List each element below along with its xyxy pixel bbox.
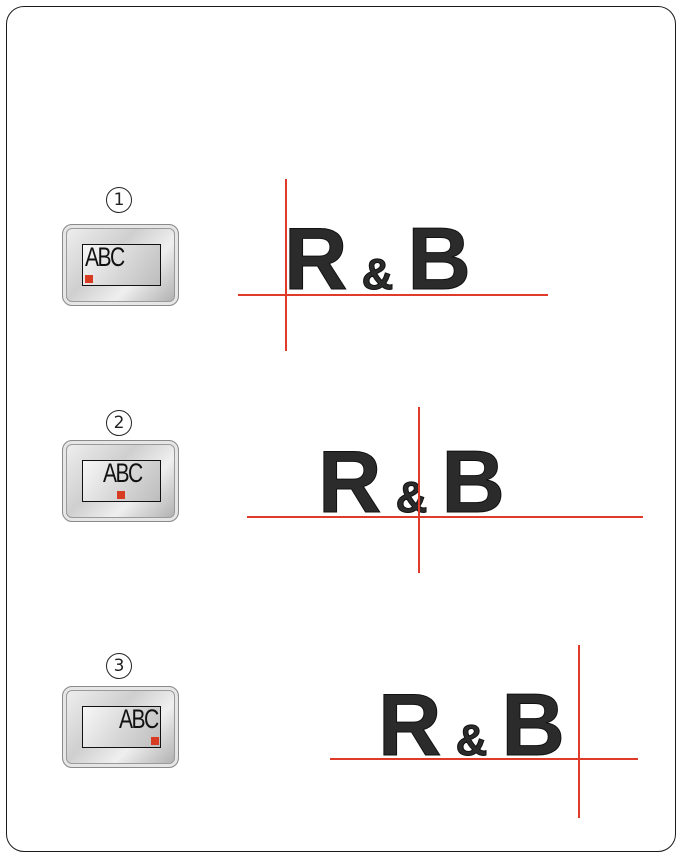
alignment-indicator-center — [117, 491, 125, 499]
alignment-indicator-left — [85, 275, 93, 283]
align-right-button-display: ABC — [82, 704, 161, 748]
align-center-button-display: ABC — [82, 458, 161, 502]
sample-letter-r: R — [378, 675, 443, 775]
text-sample-left-aligned: R&B — [284, 208, 472, 310]
sample-ampersand: & — [455, 716, 488, 766]
sample-ampersand: & — [395, 473, 428, 523]
vertical-guide-line-2 — [418, 407, 420, 573]
sample-letter-b: B — [441, 432, 506, 532]
align-left-button-display: ABC — [82, 242, 161, 286]
step-number-3: 3 — [106, 653, 132, 679]
button-text-abc: ABC — [119, 704, 159, 734]
sample-letter-r: R — [318, 432, 383, 532]
align-left-button[interactable]: ABC — [62, 224, 179, 306]
text-sample-right-aligned: R&B — [378, 674, 566, 776]
sample-ampersand: & — [361, 250, 394, 300]
sample-letter-r: R — [284, 209, 349, 309]
text-sample-center-aligned: R&B — [318, 431, 506, 533]
page-frame — [6, 6, 676, 852]
alignment-indicator-right — [151, 737, 159, 745]
vertical-guide-line-3 — [578, 645, 580, 818]
horizontal-guide-line-2 — [247, 516, 643, 518]
button-text-abc: ABC — [103, 458, 143, 488]
step-number-1: 1 — [106, 187, 132, 213]
align-right-button[interactable]: ABC — [62, 686, 179, 768]
horizontal-guide-line-3 — [330, 758, 638, 760]
step-number-2: 2 — [106, 410, 132, 436]
align-center-button[interactable]: ABC — [62, 440, 179, 522]
vertical-guide-line-1 — [285, 179, 287, 351]
button-text-abc: ABC — [85, 242, 125, 272]
sample-letter-b: B — [407, 209, 472, 309]
sample-letter-b: B — [501, 675, 566, 775]
horizontal-guide-line-1 — [238, 294, 548, 296]
